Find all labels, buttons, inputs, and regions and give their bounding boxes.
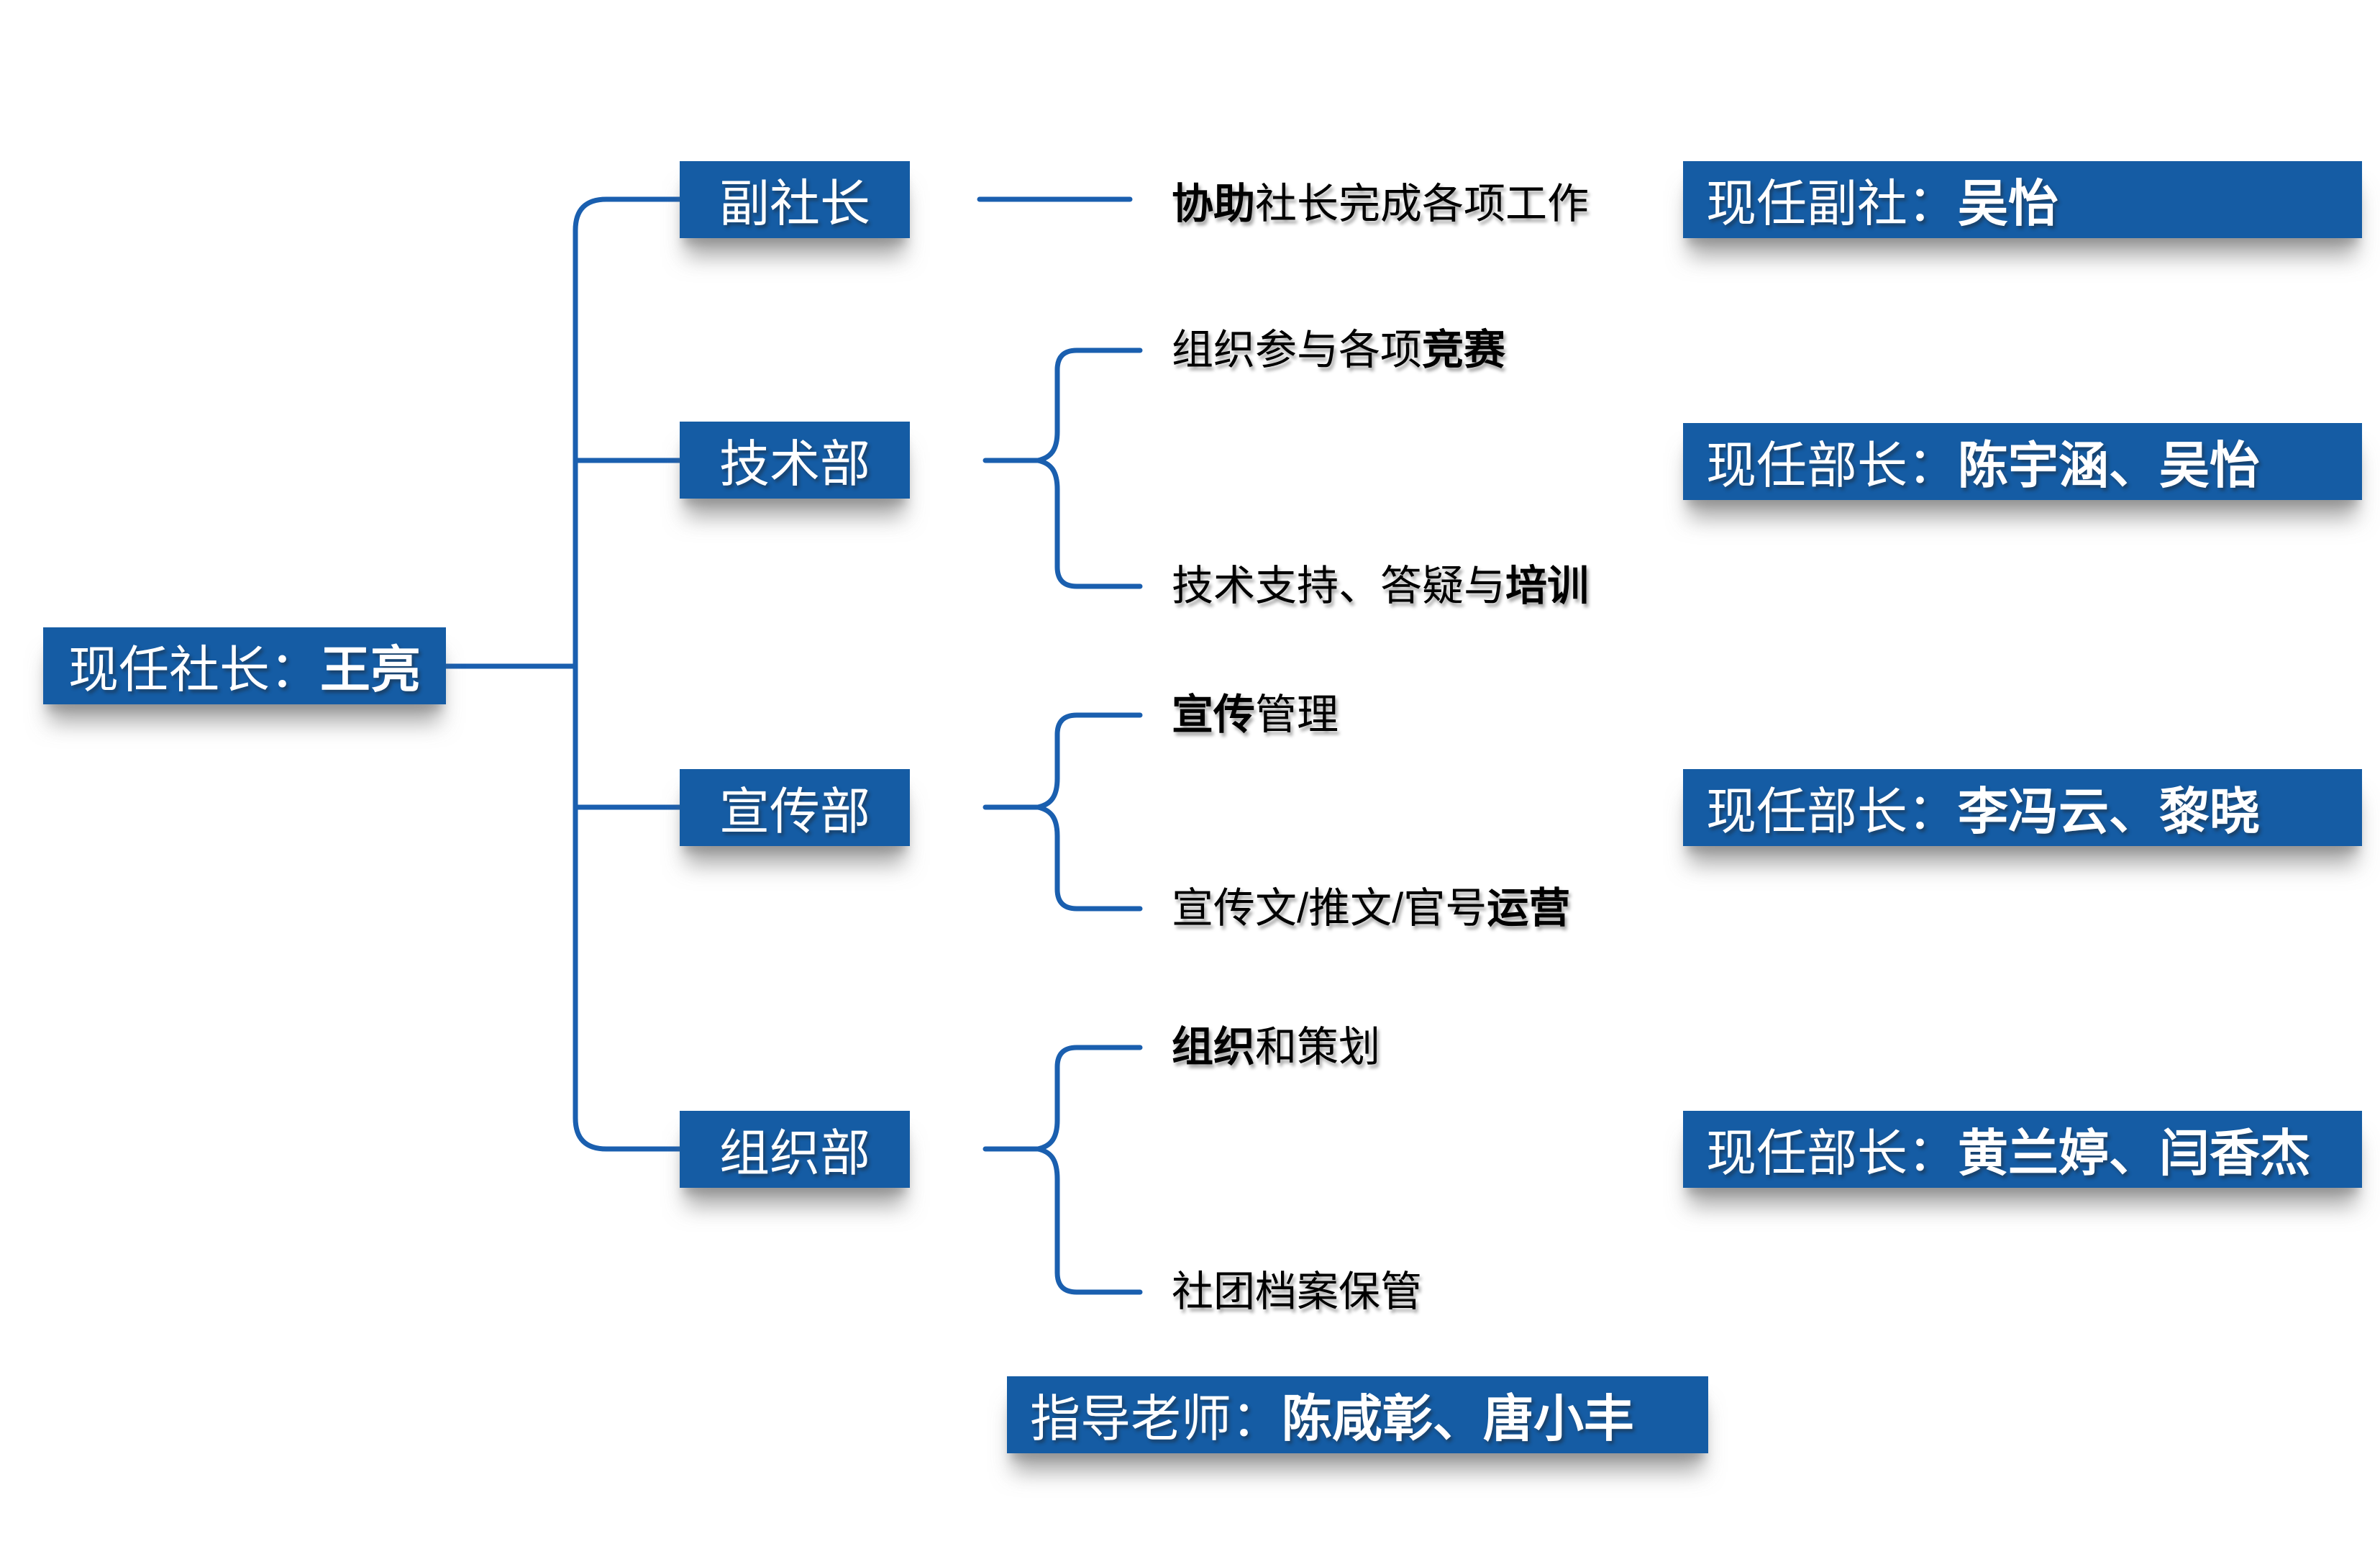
publicity-brace-lower xyxy=(1035,804,1143,912)
organization-brace-upper xyxy=(1035,1045,1143,1152)
holder-label: 现任部长： xyxy=(1706,783,1958,840)
advisor-label: 指导老师： xyxy=(1030,1391,1282,1447)
dept-box-tech: 技术部 xyxy=(680,422,910,499)
tech-brace-upper xyxy=(1035,347,1143,463)
dept-box-organization: 组织部 xyxy=(680,1111,910,1188)
tech-brace-lower xyxy=(1035,458,1143,589)
duty-assist-president: 协助社长完成各项工作 xyxy=(1172,177,1589,232)
president-label: 现任社长： xyxy=(68,642,320,698)
advisor-names: 陈咸彰、唐小丰 xyxy=(1282,1391,1634,1447)
organization-brace-lower xyxy=(1035,1146,1143,1295)
duty-competitions: 组织参与各项竞赛 xyxy=(1172,323,1505,378)
dept-label: 技术部 xyxy=(719,436,870,492)
duty-bold: 运营 xyxy=(1487,885,1571,932)
holder-names: 吴怡 xyxy=(1958,176,2058,232)
holder-names: 陈宇涵、吴怡 xyxy=(1958,437,2260,494)
holder-box-vice-president: 现任副社：吴怡 xyxy=(1683,161,2362,238)
duty-bold: 宣传 xyxy=(1172,691,1256,738)
duty-account-operation: 宣传文/推文/官号运营 xyxy=(1172,881,1570,936)
dept-label: 宣传部 xyxy=(719,783,870,840)
duty-post: 管理 xyxy=(1255,691,1339,738)
duty-post: 社长完成各项工作 xyxy=(1255,181,1590,227)
duty-organize-plan: 组织和策划 xyxy=(1172,1020,1380,1075)
president-box: 现任社长：王亮 xyxy=(43,627,446,704)
holder-box-tech: 现任部长：陈宇涵、吴怡 xyxy=(1683,423,2362,500)
duty-bold: 培训 xyxy=(1505,563,1590,609)
duty-bold: 组织 xyxy=(1172,1024,1256,1071)
duty-pre: 社团档案保管 xyxy=(1172,1268,1423,1315)
holder-box-publicity: 现任部长：李冯云、黎晓 xyxy=(1683,769,2362,846)
holder-names: 黄兰婷、闫香杰 xyxy=(1958,1125,2310,1181)
duty-pre: 宣传文/推文/官号 xyxy=(1172,885,1487,932)
advisor-box: 指导老师：陈咸彰、唐小丰 xyxy=(1007,1376,1708,1453)
duty-publicity-management: 宣传管理 xyxy=(1172,688,1339,742)
president-name: 王亮 xyxy=(320,642,421,698)
duty-bold: 竞赛 xyxy=(1422,327,1506,373)
duty-pre: 技术支持、答疑与 xyxy=(1172,563,1506,609)
duty-archives: 社团档案保管 xyxy=(1172,1265,1422,1319)
duty-post: 和策划 xyxy=(1255,1024,1381,1071)
publicity-brace-upper xyxy=(1035,712,1143,810)
duty-bold: 协助 xyxy=(1172,181,1256,227)
holder-label: 现任副社： xyxy=(1706,176,1958,232)
trunk-line xyxy=(573,196,683,1152)
holder-box-organization: 现任部长：黄兰婷、闫香杰 xyxy=(1683,1111,2362,1188)
dept-box-publicity: 宣传部 xyxy=(680,769,910,846)
holder-names: 李冯云、黎晓 xyxy=(1958,783,2260,840)
duty-pre: 组织参与各项 xyxy=(1172,327,1423,373)
holder-label: 现任部长： xyxy=(1706,1125,1958,1181)
dept-box-vice-president: 副社长 xyxy=(680,161,910,238)
dept-label: 副社长 xyxy=(719,176,870,232)
holder-label: 现任部长： xyxy=(1706,437,1958,494)
duty-tech-support: 技术支持、答疑与培训 xyxy=(1172,559,1589,614)
dept-label: 组织部 xyxy=(719,1125,870,1181)
